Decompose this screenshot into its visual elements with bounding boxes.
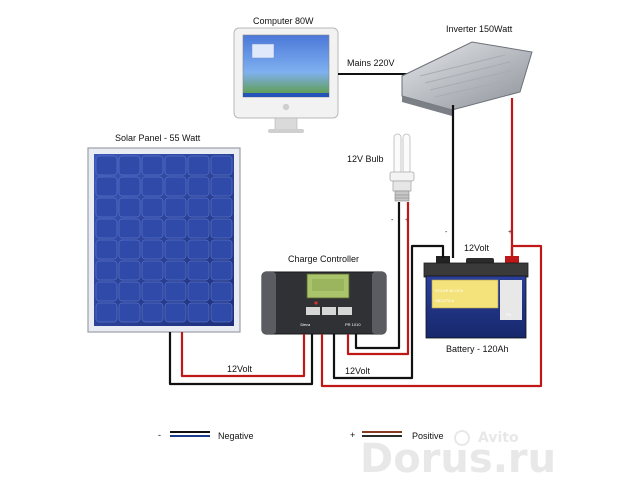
battery: SOLAR.BLOCK SB12/75 A Pb (423, 256, 529, 339)
inverter (401, 41, 533, 116)
monitor-screen (242, 34, 330, 98)
bulb (389, 133, 415, 202)
solar-cell (118, 281, 141, 302)
solar-cell (187, 302, 210, 323)
controller-button (306, 307, 320, 315)
solar-cell (164, 239, 187, 260)
battery-plus: + (508, 229, 512, 236)
solar-cell (118, 239, 141, 260)
solar-cell (118, 260, 141, 281)
legend-negative-symbol: - (158, 430, 161, 440)
solar-cell (164, 176, 187, 197)
solar-cell (118, 197, 141, 218)
inverter-label: Inverter 150Watt (446, 24, 513, 34)
watermark: Dorus.ru Avito (360, 430, 556, 480)
solar-cell (141, 176, 164, 197)
battery-model: SB12/75 A (435, 298, 454, 303)
solar-cell (141, 155, 164, 176)
status-led-icon (314, 301, 318, 305)
controller-button (322, 307, 336, 315)
solar-cell (141, 218, 164, 239)
controller-voltage-label: 12Volt (345, 366, 371, 376)
solar-panel (87, 147, 241, 333)
legend-positive-label: Positive (412, 431, 444, 441)
wires (168, 98, 543, 388)
solar-cell (164, 197, 187, 218)
solar-cell (118, 302, 141, 323)
panel-negative-wire (168, 332, 314, 386)
solar-cell (187, 218, 210, 239)
solar-cell (118, 155, 141, 176)
charge-controller-label: Charge Controller (288, 254, 359, 264)
solar-cell (141, 260, 164, 281)
solar-cell (187, 176, 210, 197)
battery-minus: - (445, 229, 448, 236)
battery-positive-wire (320, 244, 543, 388)
solar-panel-label: Solar Panel - 55 Watt (115, 133, 201, 143)
battery-voltage-label: 12Volt (464, 243, 490, 253)
solar-cell (210, 302, 233, 323)
computer-label: Computer 80W (253, 16, 314, 26)
computer-monitor (233, 27, 339, 133)
solar-cell (95, 155, 118, 176)
solar-cell (118, 218, 141, 239)
battery-pb-symbol: Pb (506, 312, 512, 317)
legend-positive-symbol: + (350, 430, 355, 440)
solar-cell (187, 197, 210, 218)
solar-cell (141, 302, 164, 323)
bulb-negative-wire (354, 202, 401, 350)
solar-cell (164, 218, 187, 239)
apple-logo-icon (282, 103, 290, 111)
solar-cell (187, 281, 210, 302)
solar-cell (187, 155, 210, 176)
solar-cell (187, 260, 210, 281)
bulb-label: 12V Bulb (347, 154, 384, 164)
charge-controller: Steca PR 1010 (261, 271, 387, 335)
solar-cell (95, 302, 118, 323)
solar-cell (95, 176, 118, 197)
solar-cell (210, 176, 233, 197)
bulb-positive-wire (346, 202, 410, 356)
solar-cell (141, 281, 164, 302)
solar-cell (164, 281, 187, 302)
solar-cell (187, 239, 210, 260)
solar-cell (141, 197, 164, 218)
legend-negative-label: Negative (218, 431, 254, 441)
solar-cell (141, 239, 164, 260)
watermark-logo-icon (454, 430, 470, 446)
legend: - Negative + Positive (158, 430, 444, 441)
battery-brand: SOLAR.BLOCK (435, 288, 464, 293)
solar-cell (95, 197, 118, 218)
watermark-brand: Avito (478, 430, 519, 446)
battery-negative-wire (332, 244, 445, 380)
solar-cell (95, 260, 118, 281)
solar-cell (164, 155, 187, 176)
solar-cell (164, 260, 187, 281)
solar-cell (164, 302, 187, 323)
solar-cell (210, 239, 233, 260)
controller-brand: Steca (300, 322, 311, 327)
controller-button (338, 307, 352, 315)
solar-cell (95, 218, 118, 239)
solar-cells (95, 155, 233, 323)
solar-cell (95, 281, 118, 302)
panel-voltage-label: 12Volt (227, 364, 253, 374)
solar-cell (210, 260, 233, 281)
solar-cell (210, 218, 233, 239)
panel-positive-wire (180, 332, 306, 378)
solar-cell (95, 239, 118, 260)
solar-cell (210, 281, 233, 302)
solar-cell (210, 197, 233, 218)
bulb-minus: - (391, 217, 394, 224)
solar-cell (118, 176, 141, 197)
solar-cell (210, 155, 233, 176)
controller-model: PR 1010 (345, 322, 361, 327)
mains-label: Mains 220V (347, 58, 395, 68)
battery-label: Battery - 120Ah (446, 344, 509, 354)
